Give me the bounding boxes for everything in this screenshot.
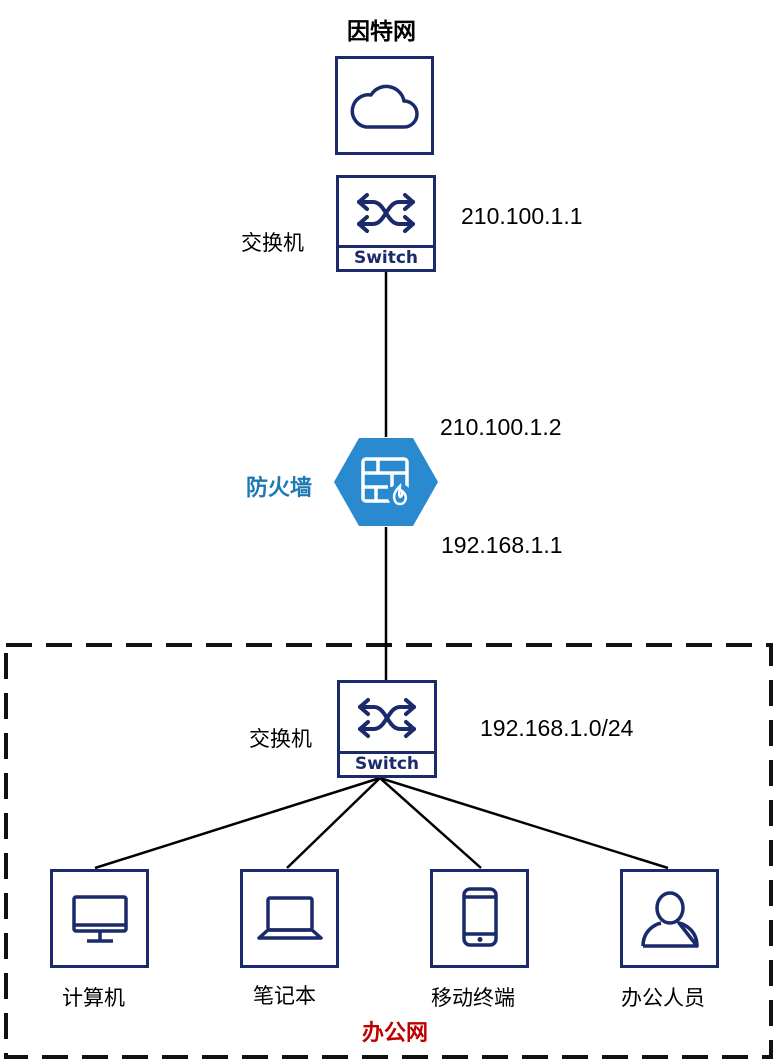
internet-cloud-node[interactable] xyxy=(335,56,434,155)
internet-title: 因特网 xyxy=(347,19,416,45)
top-switch-node[interactable]: Switch xyxy=(336,175,436,272)
laptop-node[interactable] xyxy=(240,869,339,968)
mobile-node[interactable] xyxy=(430,869,529,968)
link-mobile xyxy=(379,777,482,869)
cloud-icon xyxy=(350,84,419,129)
mobile-label: 移动终端 xyxy=(431,986,515,1010)
computer-node[interactable] xyxy=(50,869,149,968)
laptop-label: 笔记本 xyxy=(253,984,316,1008)
switch-arrows-icon xyxy=(357,193,415,233)
firewall-brick-icon xyxy=(361,457,409,503)
top-switch-label: 交换机 xyxy=(241,231,304,255)
firewall-label: 防火墙 xyxy=(246,476,313,501)
top-switch-ip: 210.100.1.1 xyxy=(461,203,583,229)
link-computer xyxy=(94,776,381,870)
link-laptop xyxy=(286,777,381,869)
mobile-phone-icon xyxy=(462,887,498,947)
firewall-inner-ip: 192.168.1.1 xyxy=(441,532,563,558)
office-subnet-ip: 192.168.1.0/24 xyxy=(480,715,634,741)
link-person xyxy=(379,776,669,870)
desktop-monitor-icon xyxy=(72,895,128,943)
laptop-icon xyxy=(257,896,323,940)
firewall-outer-ip: 210.100.1.2 xyxy=(440,414,562,440)
switch-badge: Switch xyxy=(340,751,434,775)
switch-arrows-icon xyxy=(358,698,416,738)
flame-icon xyxy=(392,482,408,506)
computer-label: 计算机 xyxy=(62,986,125,1010)
switch-badge: Switch xyxy=(339,245,433,269)
office-switch-label: 交换机 xyxy=(249,727,312,751)
person-label: 办公人员 xyxy=(621,986,705,1010)
office-zone-label: 办公网 xyxy=(362,1021,429,1046)
firewall-node[interactable] xyxy=(332,436,440,528)
office-zone-border xyxy=(4,643,773,1059)
person-icon xyxy=(641,891,699,948)
office-switch-node[interactable]: Switch xyxy=(337,680,437,778)
person-node[interactable] xyxy=(620,869,719,968)
